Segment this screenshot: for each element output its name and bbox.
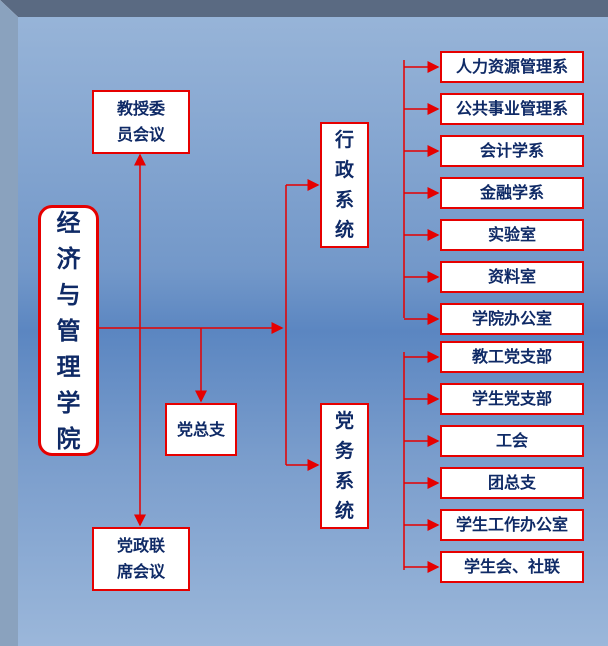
admin_units-unit-box: 会计学系 [440, 135, 584, 167]
admin-system-label: 行政系统 [335, 129, 355, 241]
frame-bevel-top [0, 0, 608, 17]
party-system-label: 党务系统 [335, 410, 355, 522]
frame-bevel-left [0, 0, 18, 646]
unit-label: 会计学系 [479, 141, 544, 160]
root-label: 经济与管理学院 [56, 208, 81, 453]
admin-system-box: 行政系统 [320, 122, 369, 248]
party_units-unit-box: 学生会、社联 [440, 551, 584, 583]
admin_units-unit-box: 金融学系 [440, 177, 584, 209]
party_units-unit-box: 学生工作办公室 [440, 509, 584, 541]
party_units-unit-box: 团总支 [440, 467, 584, 499]
admin_units-unit-box: 学院办公室 [440, 303, 584, 335]
party_units-unit-box: 学生党支部 [440, 383, 584, 415]
unit-label: 金融学系 [479, 183, 544, 202]
party-system-box: 党务系统 [320, 403, 369, 529]
unit-label: 公共事业管理系 [455, 99, 568, 118]
professor-committee-label: 教授委员会议 [117, 99, 166, 144]
party-general-branch-box: 党总支 [165, 403, 237, 456]
admin_units-unit-box: 资料室 [440, 261, 584, 293]
party-general-branch-label: 党总支 [176, 419, 225, 439]
unit-label: 学生会、社联 [463, 557, 560, 576]
unit-label: 学生党支部 [471, 389, 552, 408]
unit-label: 学生工作办公室 [455, 515, 568, 534]
unit-label: 团总支 [487, 473, 536, 492]
joint-meeting-label: 党政联席会议 [117, 536, 166, 581]
unit-label: 资料室 [487, 267, 536, 286]
party_units-unit-box: 工会 [440, 425, 584, 457]
party_units-unit-box: 教工党支部 [440, 341, 584, 373]
unit-label: 实验室 [487, 225, 536, 244]
professor-committee-box: 教授委员会议 [92, 90, 190, 154]
unit-label: 教工党支部 [471, 347, 552, 366]
root-college-box: 经济与管理学院 [38, 205, 99, 456]
unit-label: 工会 [495, 431, 528, 450]
admin_units-unit-box: 公共事业管理系 [440, 93, 584, 125]
unit-label: 人力资源管理系 [455, 57, 568, 76]
admin_units-unit-box: 实验室 [440, 219, 584, 251]
admin_units-unit-box: 人力资源管理系 [440, 51, 584, 83]
joint-meeting-box: 党政联席会议 [92, 527, 190, 591]
unit-label: 学院办公室 [471, 309, 552, 328]
